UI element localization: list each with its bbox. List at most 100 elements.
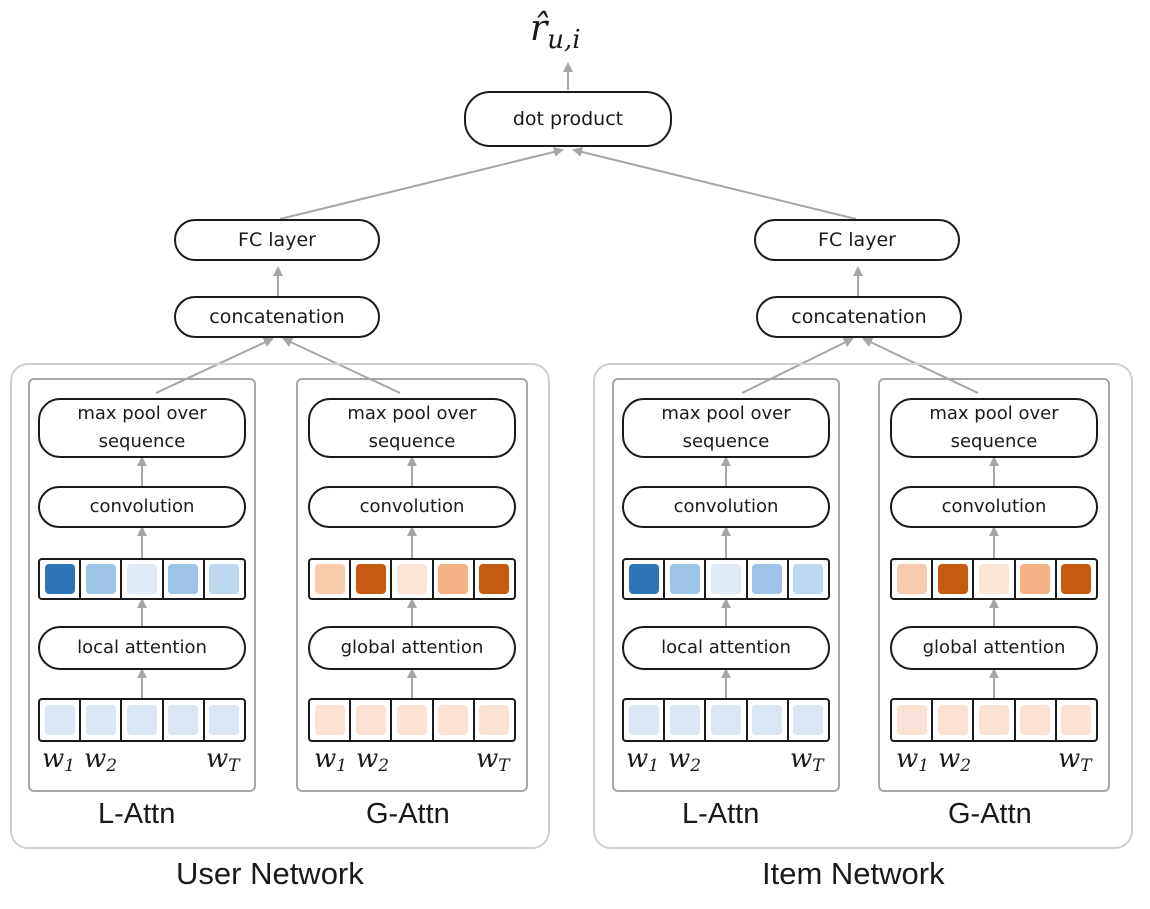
embedding-swatch — [628, 705, 659, 735]
embedding-cell — [205, 560, 244, 598]
item-g-attn-label: G-Attn — [948, 798, 1032, 830]
dot-product-node: dot product — [464, 91, 672, 147]
embedding-swatch — [438, 564, 469, 594]
embedding-swatch — [168, 705, 199, 735]
embedding-cell — [1016, 700, 1057, 740]
user-l-word-1-label: w1 — [42, 744, 76, 776]
embedding-swatch — [314, 564, 345, 594]
embedding-cell — [706, 700, 748, 740]
user-g-word-embeddings — [308, 698, 516, 742]
item-l-attended-embeddings — [622, 558, 830, 600]
embedding-cell — [351, 700, 393, 740]
item-local-attention-node: local attention — [622, 626, 830, 670]
item-g-word-embeddings — [890, 698, 1098, 742]
embedding-swatch — [85, 564, 116, 594]
embedding-swatch — [628, 564, 659, 594]
embedding-cell — [205, 700, 244, 740]
user-l-attended-embeddings — [38, 558, 246, 600]
embedding-swatch — [669, 564, 700, 594]
item-g-convolution-node: convolution — [890, 486, 1098, 528]
embedding-swatch — [669, 705, 700, 735]
embedding-swatch — [355, 705, 386, 735]
item-l-word-t-label: wT — [790, 744, 824, 776]
user-g-convolution-node: convolution — [308, 486, 516, 528]
embedding-cell — [81, 560, 123, 598]
embedding-cell — [624, 700, 666, 740]
item-l-attn-label: L-Attn — [682, 798, 760, 830]
embedding-cell — [892, 560, 934, 598]
item-g-attn-branch — [878, 378, 1110, 792]
embedding-cell — [351, 560, 393, 598]
embedding-cell — [40, 700, 82, 740]
embedding-cell — [81, 700, 123, 740]
user-g-word-1-label: w1 — [314, 744, 348, 776]
item-g-word-1-label: w1 — [896, 744, 930, 776]
user-l-word-2-label: w2 — [84, 744, 118, 776]
embedding-cell — [434, 560, 475, 598]
user-g-word-2-label: w2 — [356, 744, 390, 776]
user-global-attention-node: global attention — [308, 626, 516, 670]
embedding-cell — [164, 560, 205, 598]
embedding-cell — [892, 700, 934, 740]
embedding-swatch — [979, 564, 1009, 594]
item-l-word-embeddings — [622, 698, 830, 742]
item-g-word-2-label: w2 — [938, 744, 972, 776]
embedding-cell — [122, 560, 164, 598]
user-network-panel — [10, 363, 550, 849]
embedding-cell — [974, 560, 1016, 598]
item-network-panel — [593, 363, 1133, 849]
embedding-cell — [475, 700, 514, 740]
user-g-attended-embeddings — [308, 558, 516, 600]
embedding-swatch — [711, 564, 741, 594]
embedding-swatch — [479, 564, 510, 594]
embedding-cell — [748, 700, 789, 740]
embedding-swatch — [209, 564, 240, 594]
embedding-swatch — [793, 705, 824, 735]
user-network-label: User Network — [176, 856, 364, 891]
user-concatenation-node: concatenation — [174, 296, 380, 338]
embedding-swatch — [711, 705, 741, 735]
embedding-cell — [706, 560, 748, 598]
embedding-cell — [1016, 560, 1057, 598]
arrow-user-fc-to-dot — [279, 147, 564, 220]
item-g-attended-embeddings — [890, 558, 1098, 600]
embedding-swatch — [896, 705, 927, 735]
embedding-swatch — [355, 564, 386, 594]
item-network-label: Item Network — [762, 856, 945, 891]
user-g-word-t-label: wT — [476, 744, 510, 776]
user-local-attention-node: local attention — [38, 626, 246, 670]
embedding-cell — [392, 560, 434, 598]
embedding-swatch — [937, 705, 968, 735]
item-g-word-t-label: wT — [1058, 744, 1092, 776]
item-concatenation-node: concatenation — [756, 296, 962, 338]
embedding-cell — [748, 560, 789, 598]
embedding-swatch — [793, 564, 824, 594]
embedding-cell — [789, 700, 828, 740]
embedding-swatch — [44, 564, 75, 594]
embedding-cell — [933, 560, 975, 598]
item-l-word-1-label: w1 — [626, 744, 660, 776]
embedding-cell — [122, 700, 164, 740]
embedding-cell — [1057, 700, 1096, 740]
item-l-attn-branch — [612, 378, 840, 792]
embedding-swatch — [937, 564, 968, 594]
user-l-word-embeddings — [38, 698, 246, 742]
embedding-cell — [310, 700, 352, 740]
embedding-swatch — [896, 564, 927, 594]
user-g-attn-label: G-Attn — [366, 798, 450, 830]
predicted-rating: r̂u,i — [530, 8, 581, 55]
embedding-swatch — [1020, 564, 1051, 594]
embedding-swatch — [127, 705, 157, 735]
item-fc-layer-node: FC layer — [754, 219, 960, 261]
embedding-swatch — [979, 705, 1009, 735]
embedding-swatch — [85, 705, 116, 735]
embedding-cell — [789, 560, 828, 598]
embedding-cell — [310, 560, 352, 598]
embedding-swatch — [1020, 705, 1051, 735]
embedding-cell — [434, 700, 475, 740]
embedding-swatch — [314, 705, 345, 735]
embedding-cell — [624, 560, 666, 598]
item-l-convolution-node: convolution — [622, 486, 830, 528]
